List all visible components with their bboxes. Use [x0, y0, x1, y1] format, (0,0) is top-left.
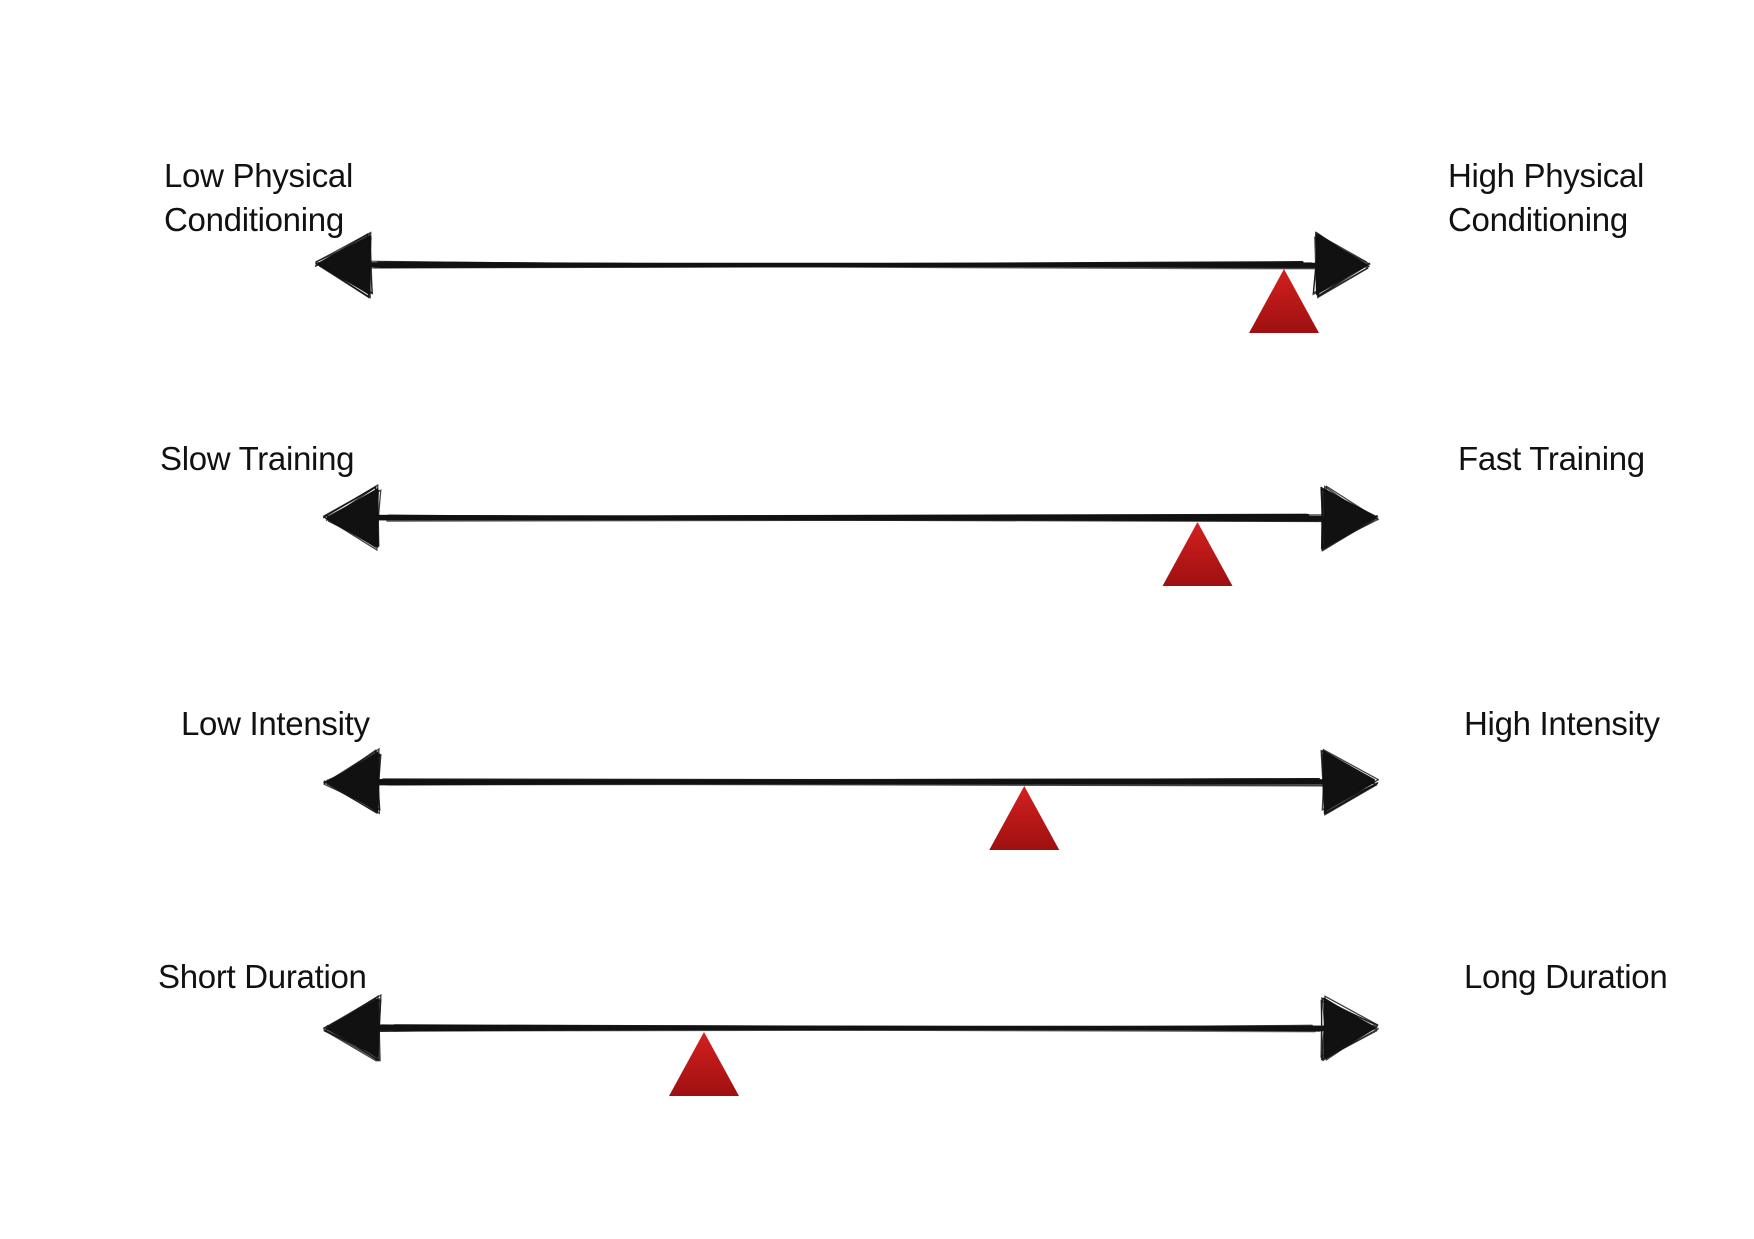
scale-left-label: Low Physical Conditioning — [164, 157, 353, 238]
scale-left-label: Low Intensity — [181, 705, 370, 742]
scale-physical-conditioning: Low Physical Conditioning High Physical … — [0, 150, 1754, 350]
position-marker-icon — [1249, 269, 1319, 333]
scale-intensity: Low Intensity High Intensity — [0, 702, 1754, 902]
arrowhead-left-icon — [314, 231, 374, 299]
scale-training-speed: Slow Training Fast Training — [0, 435, 1754, 635]
scale-right-label: High Physical Conditioning — [1448, 157, 1645, 238]
arrowhead-left-icon — [323, 747, 382, 815]
scale-left-label: Slow Training — [160, 440, 355, 477]
scale-arrow — [322, 483, 1380, 586]
arrowhead-left-icon — [322, 483, 382, 552]
scale-right-label: High Intensity — [1464, 705, 1660, 742]
arrow-shaft — [365, 778, 1337, 787]
arrowhead-right-icon — [1320, 748, 1380, 816]
scale-arrow — [322, 993, 1380, 1096]
position-marker-icon — [1162, 522, 1233, 586]
arrowhead-right-icon — [1320, 485, 1380, 552]
scale-duration: Short Duration Long Duration — [0, 955, 1754, 1155]
scale-right-label: Long Duration — [1464, 958, 1668, 995]
scale-left-label: Short Duration — [158, 958, 367, 995]
scale-right-label: Fast Training — [1458, 440, 1645, 477]
scale-arrow — [314, 231, 1371, 333]
arrowhead-right-icon — [1320, 995, 1380, 1062]
arrowhead-left-icon — [322, 993, 382, 1062]
scale-arrow — [323, 747, 1380, 850]
position-marker-icon — [669, 1032, 739, 1096]
arrow-shaft — [368, 1024, 1336, 1033]
arrowhead-right-icon — [1312, 231, 1371, 299]
position-marker-icon — [989, 786, 1060, 850]
arrow-shaft — [359, 260, 1329, 270]
arrow-shaft — [365, 513, 1336, 523]
